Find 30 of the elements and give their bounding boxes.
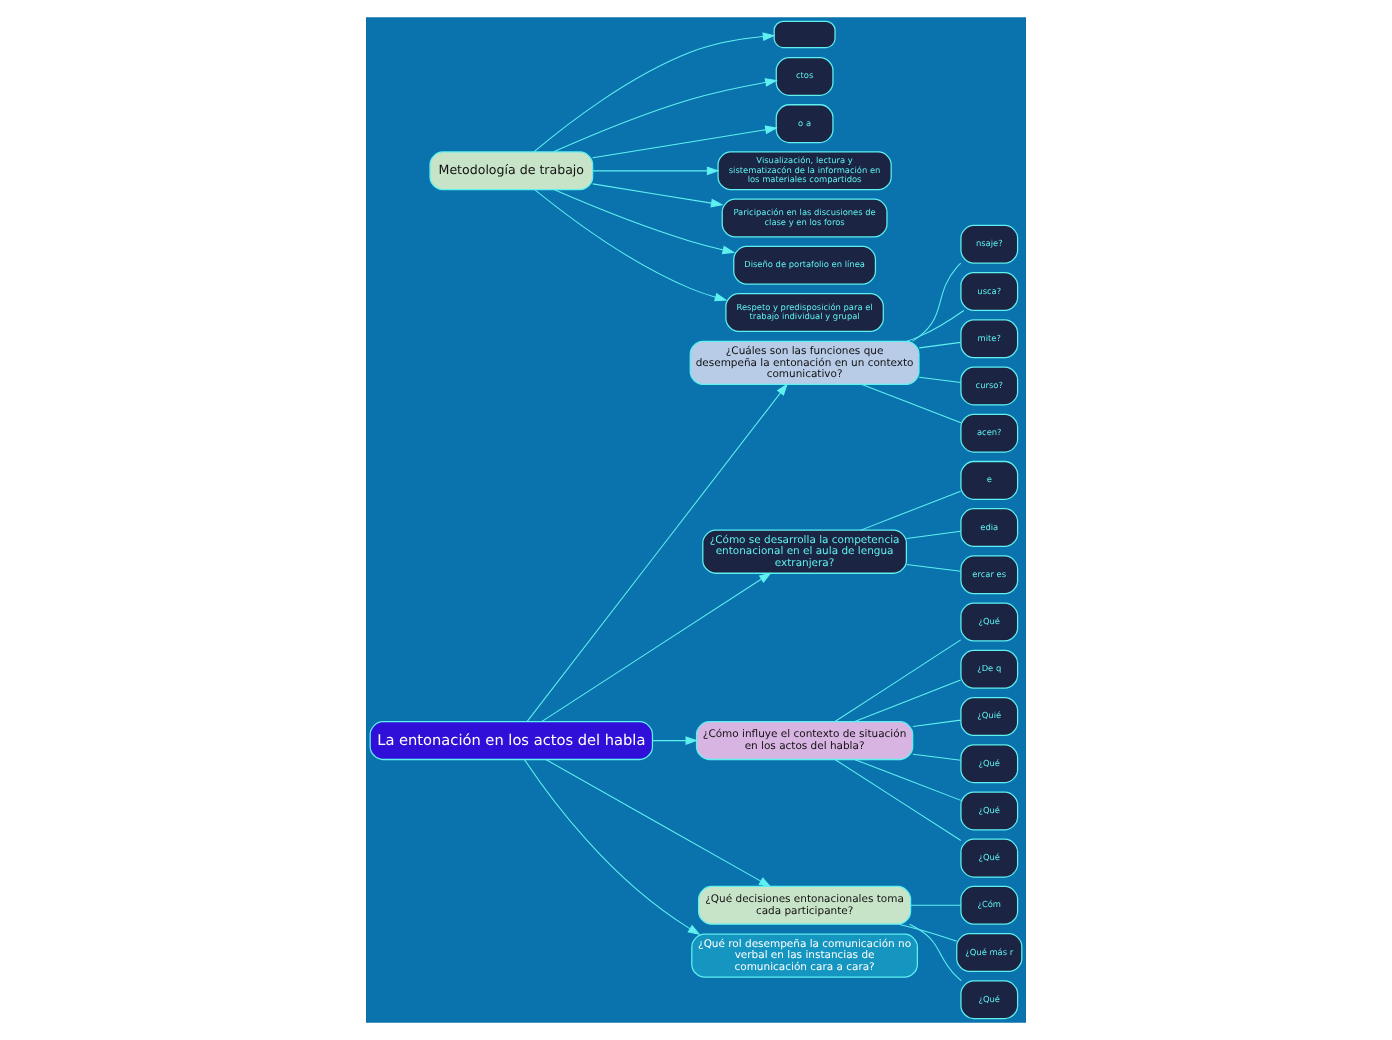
arrow	[545, 759, 772, 888]
arrow	[652, 736, 699, 745]
connector	[918, 341, 962, 349]
arrow	[523, 759, 701, 935]
arrow	[592, 183, 724, 208]
connector	[898, 923, 958, 942]
connector	[906, 309, 965, 342]
connector	[853, 679, 962, 723]
arrow	[592, 125, 778, 159]
connector	[861, 384, 962, 424]
arrow	[533, 32, 776, 153]
connector	[912, 753, 962, 761]
connector	[910, 904, 962, 906]
node-box	[773, 20, 836, 49]
connector	[834, 639, 962, 723]
connector	[860, 490, 962, 531]
arrow	[553, 189, 736, 255]
arrow	[534, 189, 728, 302]
connector	[834, 759, 962, 842]
arrow	[541, 572, 772, 723]
connector	[909, 923, 962, 982]
connector	[911, 262, 962, 342]
connector	[918, 376, 962, 383]
arrow	[526, 383, 788, 722]
connector	[906, 563, 962, 572]
connector	[906, 530, 962, 539]
arrow	[553, 78, 778, 153]
connector	[912, 719, 962, 727]
arrow	[592, 166, 720, 176]
connector	[854, 759, 962, 801]
